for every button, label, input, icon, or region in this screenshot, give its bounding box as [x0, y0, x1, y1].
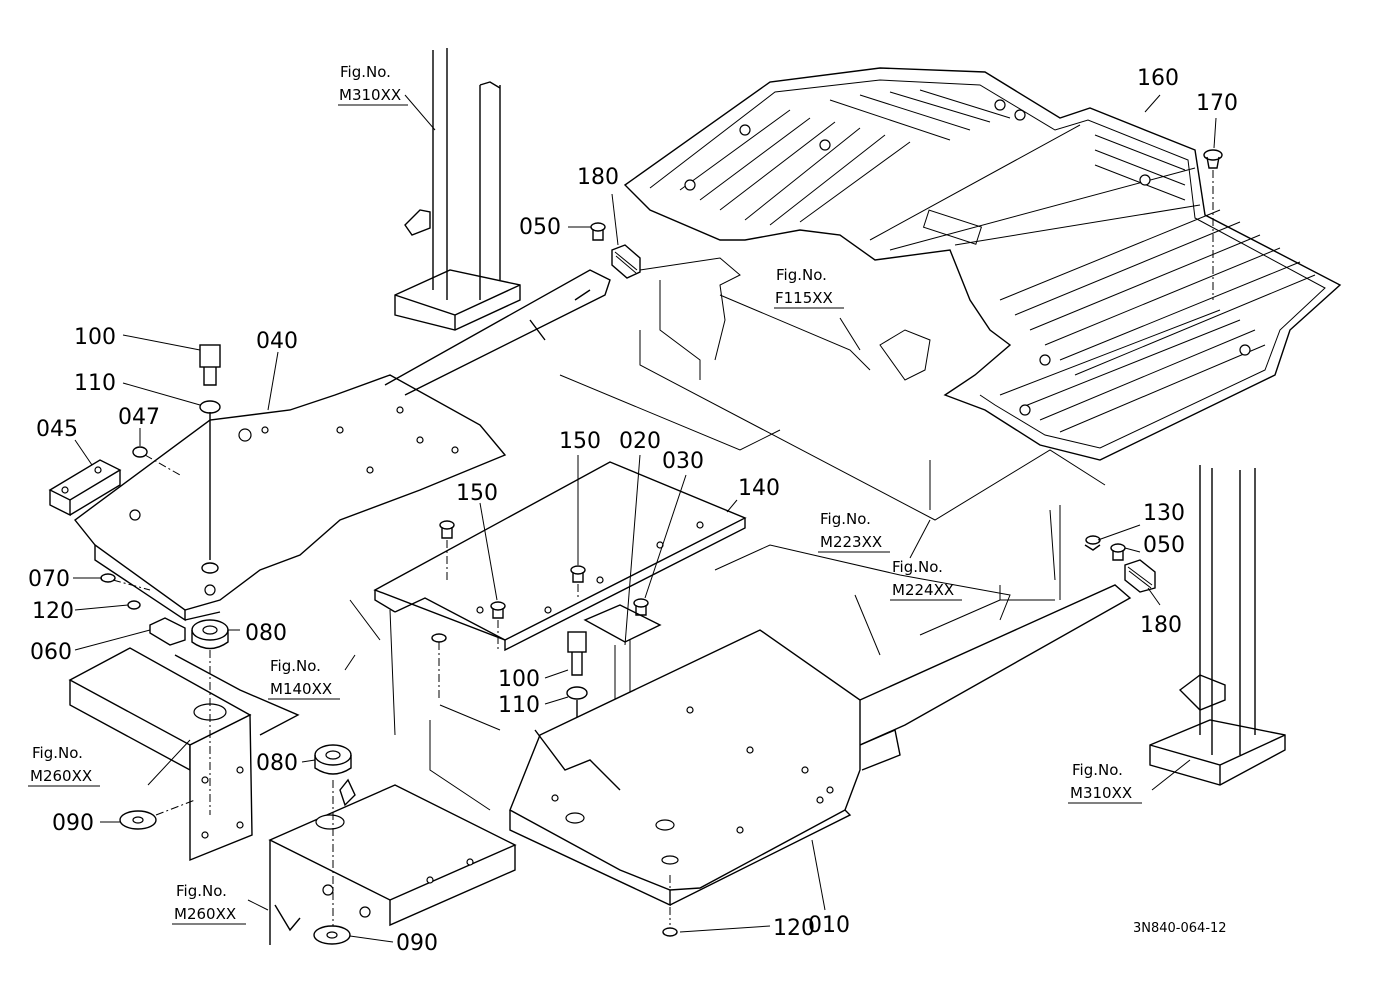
svg-text:Fig.No.: Fig.No. — [820, 510, 871, 528]
figref-m260-right: Fig.No. M260XX — [172, 882, 246, 925]
svg-text:M260XX: M260XX — [30, 767, 92, 785]
label-180-upper: 180 — [577, 165, 619, 190]
label-100-center: 100 — [498, 667, 540, 692]
label-120-bottom: 120 — [773, 916, 815, 941]
label-180-lower: 180 — [1140, 613, 1182, 638]
part-labels: 160 170 180 050 100 040 110 047 045 150 … — [28, 66, 1238, 956]
label-040: 040 — [256, 329, 298, 354]
svg-text:Fig.No.: Fig.No. — [776, 266, 827, 284]
label-070: 070 — [28, 567, 70, 592]
figref-m310-upper: Fig.No. M310XX — [338, 63, 408, 106]
left-pillar-drawing — [394, 48, 521, 331]
svg-text:Fig.No.: Fig.No. — [32, 744, 83, 762]
background-outlines — [349, 257, 1106, 811]
bolts-150-drawing — [431, 520, 649, 700]
svg-text:M310XX: M310XX — [1070, 784, 1132, 802]
svg-text:M260XX: M260XX — [174, 905, 236, 923]
label-150-left: 150 — [456, 481, 498, 506]
figref-m223: Fig.No. M223XX — [818, 510, 890, 553]
figure-code: 3N840-064-12 — [1133, 921, 1227, 936]
label-045: 045 — [36, 417, 78, 442]
svg-text:Fig.No.: Fig.No. — [892, 558, 943, 576]
label-080-left: 080 — [245, 621, 287, 646]
figref-m140: Fig.No. M140XX — [268, 657, 340, 700]
right-mount-m260-drawing — [268, 778, 517, 945]
frame-040-drawing — [73, 269, 611, 622]
mount-080-left-drawing — [191, 619, 229, 650]
label-030: 030 — [662, 449, 704, 474]
figref-f115: Fig.No. F115XX — [774, 266, 844, 309]
bolt-050-lower-drawing — [1110, 543, 1126, 561]
nut-120-left-drawing — [127, 600, 141, 610]
bolt-100-left-drawing — [199, 344, 221, 574]
label-170: 170 — [1196, 91, 1238, 116]
bolt-130-drawing — [1084, 535, 1101, 551]
label-090-left: 090 — [52, 811, 94, 836]
label-010: 010 — [808, 913, 850, 938]
figure-ref-labels: Fig.No. M310XX Fig.No. F115XX Fig.No. M2… — [28, 63, 1142, 925]
label-140: 140 — [738, 476, 780, 501]
label-080-right: 080 — [256, 751, 298, 776]
label-060: 060 — [30, 640, 72, 665]
label-150-center: 150 — [559, 429, 601, 454]
washer-090-left-drawing — [119, 799, 196, 830]
panel-180-lower-drawing — [1124, 559, 1156, 593]
label-090-right: 090 — [396, 931, 438, 956]
label-050-upper: 050 — [519, 215, 561, 240]
figref-m310-lower: Fig.No. M310XX — [1068, 761, 1142, 804]
right-pillar-drawing — [1149, 465, 1286, 786]
label-120-left: 120 — [32, 599, 74, 624]
label-130: 130 — [1143, 501, 1185, 526]
svg-text:F115XX: F115XX — [775, 289, 833, 307]
bolt-050-upper-drawing — [590, 222, 606, 241]
svg-text:M223XX: M223XX — [820, 533, 882, 551]
svg-text:Fig.No.: Fig.No. — [176, 882, 227, 900]
panel-180-upper-drawing — [611, 244, 641, 279]
svg-text:M140XX: M140XX — [270, 680, 332, 698]
svg-text:Fig.No.: Fig.No. — [270, 657, 321, 675]
label-050-lower: 050 — [1143, 533, 1185, 558]
svg-text:M224XX: M224XX — [892, 581, 954, 599]
svg-text:Fig.No.: Fig.No. — [1072, 761, 1123, 779]
left-mount-m260-drawing — [68, 647, 300, 862]
bracket-045-drawing — [48, 459, 122, 517]
cover-140-drawing — [373, 461, 747, 652]
figref-m260-left: Fig.No. M260XX — [28, 744, 100, 787]
label-110-center: 110 — [498, 693, 540, 718]
floor-frame-010-drawing — [509, 584, 1132, 925]
mount-080-right-drawing — [314, 744, 352, 930]
floor-mat-drawing — [623, 67, 1342, 461]
label-100-left: 100 — [74, 325, 116, 350]
pin-170-drawing — [1203, 149, 1223, 300]
washer-090-right-drawing — [313, 925, 351, 945]
label-160: 160 — [1137, 66, 1179, 91]
label-020: 020 — [619, 429, 661, 454]
leader-lines — [73, 94, 1217, 943]
nut-047-drawing — [132, 446, 181, 476]
bracket-060-drawing — [149, 617, 186, 646]
svg-text:M310XX: M310XX — [339, 86, 401, 104]
svg-text:Fig.No.: Fig.No. — [340, 63, 391, 81]
figref-m224: Fig.No. M224XX — [890, 558, 962, 601]
nut-120-bottom-drawing — [662, 927, 678, 937]
label-047: 047 — [118, 405, 160, 430]
label-110-left: 110 — [74, 371, 116, 396]
